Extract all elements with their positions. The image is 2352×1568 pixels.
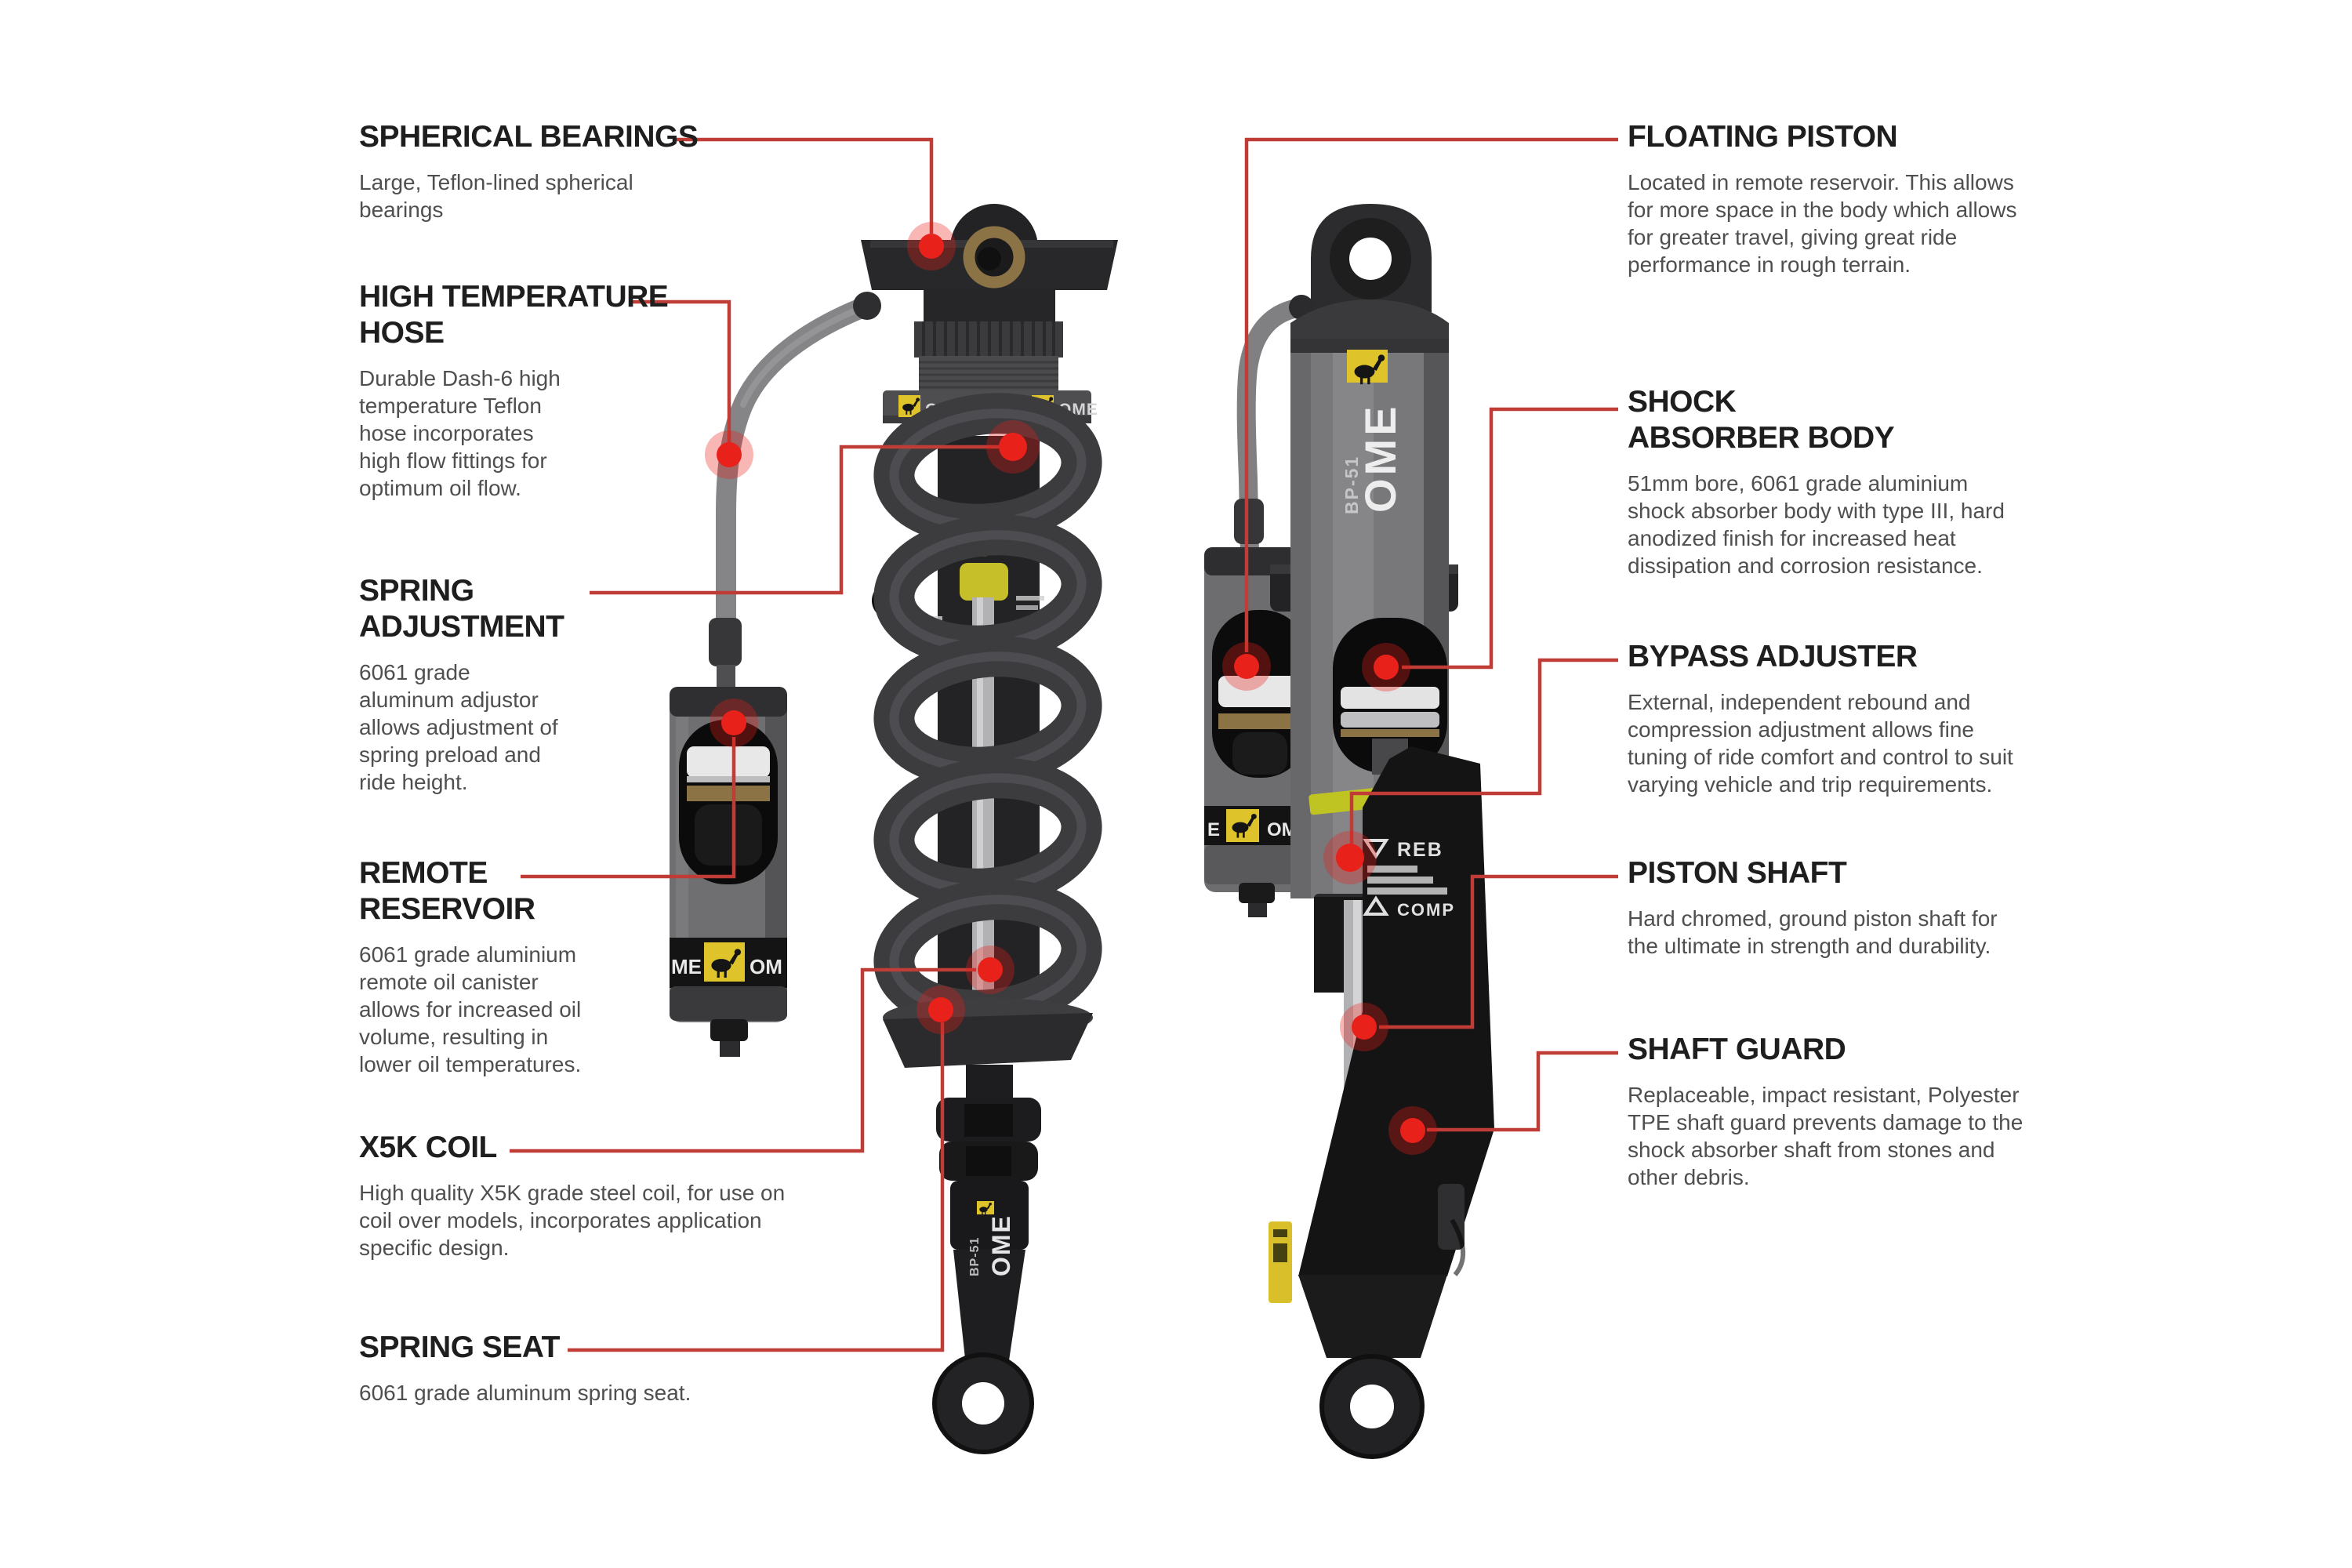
callout-spring-adjustment: SPRING ADJUSTMENT 6061 grade aluminum ad…	[359, 573, 564, 796]
callout-description: High quality X5K grade steel coil, for u…	[359, 1181, 786, 1260]
right-top-eyelet	[1311, 204, 1432, 333]
callout-description: Hard chromed, ground piston shaft for th…	[1628, 906, 1998, 958]
leader-line-bypass-adjuster	[1349, 658, 1618, 845]
high-temperature-hose-art	[709, 292, 881, 690]
callout-floating-piston: FLOATING PISTON Located in remote reserv…	[1628, 119, 2016, 278]
leader-line-spring-adjustment	[590, 445, 999, 595]
left-bottom-eyelet	[932, 1352, 1034, 1454]
callout-shock-absorber-body: SHOCK ABSORBER BODY 51mm bore, 6061 grad…	[1628, 384, 2005, 579]
leader-line-high-temperature-hose	[632, 299, 731, 442]
callout-title: REMOTE RESERVOIR	[359, 856, 535, 926]
dot-spring-seat	[916, 985, 965, 1034]
compression-label: COMP	[1397, 900, 1455, 920]
dot-shaft-guard	[1388, 1106, 1437, 1155]
callout-description: Durable Dash-6 high temperature Teflon h…	[359, 366, 561, 500]
piggyback-piston-disc	[1218, 676, 1301, 707]
shaft-guard-art: REB COMP	[1269, 746, 1494, 1303]
dot-x5k-coil	[966, 946, 1014, 994]
rebound-label: REB	[1397, 839, 1443, 861]
callout-description: Replaceable, impact resistant, Polyester…	[1628, 1083, 2024, 1189]
compression-triangle-icon	[1363, 895, 1389, 916]
leader-line-x5k-coil	[510, 967, 976, 1153]
rebound-triangle-icon	[1363, 839, 1389, 859]
leader-line-piston-shaft	[1379, 874, 1618, 1029]
internal-yellow-knob	[960, 563, 1008, 601]
reservoir-text-right: OM	[750, 955, 782, 978]
finned-cap	[914, 321, 1063, 358]
right-bottom-eyelet	[1298, 1275, 1447, 1459]
callout-description: 6061 grade aluminum adjustor allows adju…	[359, 660, 558, 794]
callout-title: SHAFT GUARD	[1628, 1033, 1846, 1066]
callout-description: 6061 grade aluminum spring seat.	[359, 1381, 691, 1405]
dot-high-temperature-hose	[705, 430, 753, 479]
callout-high-temperature-hose: HIGH TEMPERATURE HOSE Durable Dash-6 hig…	[359, 279, 669, 502]
callout-spring-seat: SPRING SEAT 6061 grade aluminum spring s…	[359, 1330, 691, 1406]
callout-bypass-adjuster: BYPASS ADJUSTER External, independent re…	[1628, 639, 2013, 798]
callout-title: BYPASS ADJUSTER	[1628, 640, 1918, 673]
x5k-coil-spring	[873, 393, 1102, 1031]
boot-brand-text: OME	[987, 1214, 1015, 1276]
callout-description: Large, Teflon-lined spherical bearings	[359, 170, 633, 222]
dot-floating-piston	[1222, 642, 1271, 691]
dot-piston-shaft	[1340, 1003, 1388, 1051]
remote-reservoir-canister: ME OM	[670, 687, 787, 1057]
left-shock-illustration: ME OM	[670, 204, 1118, 1454]
right-shock-illustration: E OM OME BP-51	[1204, 204, 1494, 1459]
callout-description: External, independent rebound and compre…	[1628, 690, 2013, 797]
boot-model-text: BP-51	[968, 1237, 982, 1276]
leader-line-remote-reservoir	[521, 737, 736, 879]
callout-remote-reservoir: REMOTE RESERVOIR 6061 grade aluminium re…	[359, 855, 581, 1078]
dot-spring-adjustment	[986, 420, 1040, 474]
shock-neck	[924, 289, 1055, 323]
dot-spherical-bearings	[907, 222, 956, 270]
callout-description: 6061 grade aluminium remote oil canister…	[359, 942, 582, 1076]
leader-line-spring-seat	[568, 1022, 945, 1352]
callout-title: FLOATING PISTON	[1628, 120, 1898, 154]
callout-description: Located in remote reservoir. This allows…	[1628, 170, 2017, 277]
leader-line-spherical-bearings	[676, 137, 934, 234]
callout-title: X5K COIL	[359, 1131, 497, 1164]
dot-remote-reservoir	[710, 699, 758, 747]
body-brand-text: OME	[1356, 403, 1405, 513]
callout-title: SPHERICAL BEARINGS	[359, 120, 699, 154]
spherical-bearing-mount	[861, 204, 1118, 292]
callout-dots	[705, 222, 1437, 1155]
leader-lines	[510, 137, 1618, 1352]
callout-title: SPRING SEAT	[359, 1330, 560, 1364]
leader-line-shaft-guard	[1427, 1051, 1618, 1132]
callout-title: PISTON SHAFT	[1628, 856, 1847, 890]
reservoir-text-left: ME	[671, 955, 702, 978]
callout-piston-shaft: PISTON SHAFT Hard chromed, ground piston…	[1628, 855, 1998, 960]
callout-title: HIGH TEMPERATURE HOSE	[359, 280, 669, 350]
dot-shock-absorber-body	[1362, 643, 1410, 691]
spring-seat-art	[883, 998, 1093, 1068]
leader-line-floating-piston	[1244, 137, 1618, 652]
shaft-boot: OME BP-51	[936, 1065, 1041, 1366]
body-model-text: BP-51	[1341, 456, 1362, 514]
dot-bypass-adjuster	[1323, 831, 1377, 884]
callout-title: SPRING ADJUSTMENT	[359, 574, 564, 644]
callout-x5k-coil: X5K COIL High quality X5K grade steel co…	[359, 1130, 785, 1261]
callout-spherical-bearings: SPHERICAL BEARINGS Large, Teflon-lined s…	[359, 119, 699, 223]
callout-description: 51mm bore, 6061 grade aluminium shock ab…	[1628, 471, 2005, 578]
threaded-body	[919, 356, 1058, 392]
callout-shaft-guard: SHAFT GUARD Replaceable, impact resistan…	[1628, 1032, 2023, 1191]
callout-title: SHOCK ABSORBER BODY	[1628, 385, 1895, 455]
floating-piston-disc	[687, 746, 770, 778]
leader-line-shock-absorber-body	[1402, 407, 1618, 670]
piggyback-text-left: E	[1207, 819, 1220, 840]
